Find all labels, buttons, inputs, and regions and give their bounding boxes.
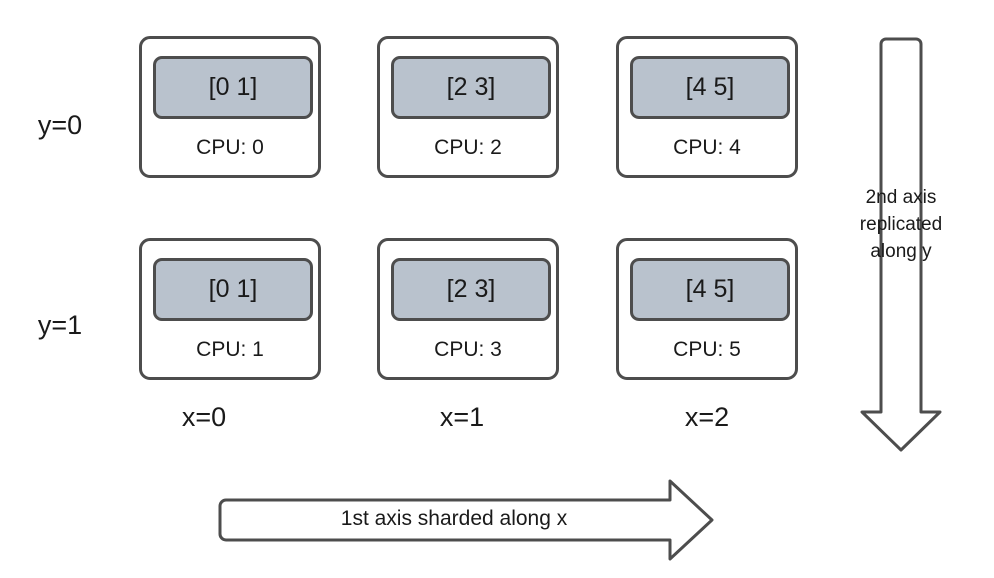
row-label-y0: y=0 bbox=[37, 110, 83, 140]
device-card: [0 1] CPU: 1 bbox=[139, 238, 321, 380]
vertical-arrow-caption-line-3: along y bbox=[870, 241, 932, 262]
shard-label: [0 1] bbox=[208, 73, 258, 101]
cpu-label: CPU: 0 bbox=[196, 136, 264, 159]
shard-label: [2 3] bbox=[446, 275, 496, 303]
device-card: [0 1] CPU: 0 bbox=[139, 36, 321, 178]
shard-chip: [2 3] bbox=[391, 258, 551, 321]
row-label-y1: y=1 bbox=[37, 310, 83, 340]
shard-label: [2 3] bbox=[446, 73, 496, 101]
device-card: [4 5] CPU: 4 bbox=[616, 36, 798, 178]
vertical-arrow-caption-line-1: 2nd axis bbox=[865, 187, 937, 208]
horizontal-arrow-caption: 1st axis sharded along x bbox=[340, 507, 568, 530]
cpu-label: CPU: 2 bbox=[434, 136, 502, 159]
cpu-label: CPU: 1 bbox=[196, 338, 264, 361]
shard-chip: [4 5] bbox=[630, 258, 790, 321]
device-card: [2 3] CPU: 3 bbox=[377, 238, 559, 380]
shard-chip: [0 1] bbox=[153, 258, 313, 321]
col-label-x2: x=2 bbox=[684, 402, 730, 432]
vertical-arrow-caption-line-2: replicated bbox=[859, 214, 943, 235]
vertical-arrow-caption: 2nd axis replicated along y bbox=[836, 184, 966, 265]
device-card: [4 5] CPU: 5 bbox=[616, 238, 798, 380]
shard-label: [4 5] bbox=[685, 73, 735, 101]
shard-chip: [4 5] bbox=[630, 56, 790, 119]
cpu-label: CPU: 4 bbox=[673, 136, 741, 159]
cpu-label: CPU: 5 bbox=[673, 338, 741, 361]
shard-chip: [0 1] bbox=[153, 56, 313, 119]
shard-chip: [2 3] bbox=[391, 56, 551, 119]
col-label-x1: x=1 bbox=[439, 402, 485, 432]
shard-label: [0 1] bbox=[208, 275, 258, 303]
device-card: [2 3] CPU: 2 bbox=[377, 36, 559, 178]
shard-label: [4 5] bbox=[685, 275, 735, 303]
col-label-x0: x=0 bbox=[181, 402, 227, 432]
cpu-label: CPU: 3 bbox=[434, 338, 502, 361]
